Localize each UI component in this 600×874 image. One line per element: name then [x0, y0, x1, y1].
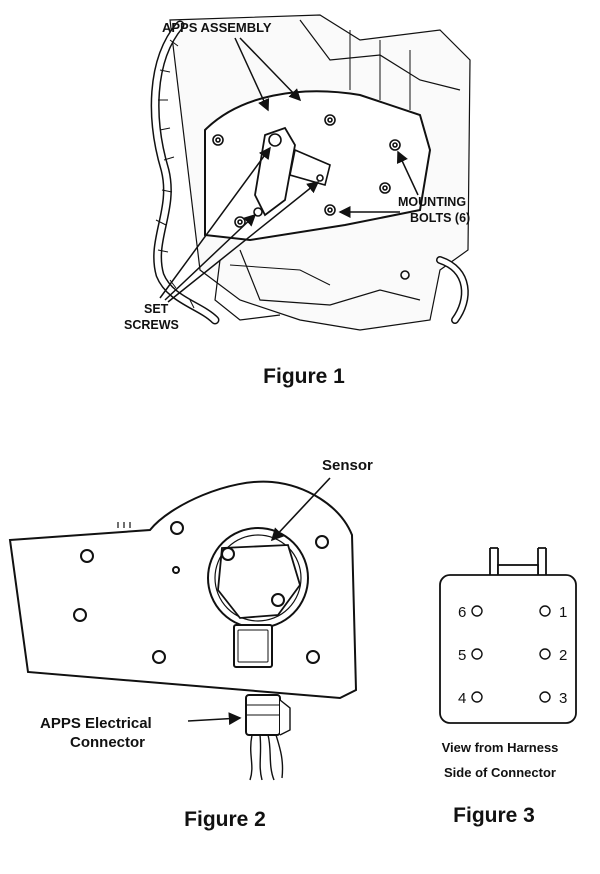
- connector-arrow: [187, 712, 242, 726]
- mounting-bolts-arrow-1: [396, 150, 419, 196]
- pin-6-label: 6: [458, 604, 466, 621]
- figure3-pins: [471, 605, 551, 703]
- mounting-bolts-label-line1: MOUNTING: [398, 195, 466, 209]
- apps-assembly-arrow-2: [239, 37, 302, 102]
- set-screws-label-line2: SCREWS: [124, 318, 179, 332]
- set-screws-arrow-3: [167, 181, 320, 303]
- set-screws-arrow-1: [159, 146, 271, 299]
- figure3-caption: Figure 3: [453, 804, 535, 827]
- figure3-note-line1: View from Harness: [442, 740, 559, 755]
- figure2-drawing: [8, 480, 358, 781]
- figure2-caption: Figure 2: [184, 808, 266, 831]
- pin-3-label: 3: [559, 690, 567, 707]
- apps-assembly-arrow-1: [234, 37, 270, 112]
- sensor-label: Sensor: [322, 457, 373, 474]
- pin-1-label: 1: [559, 604, 567, 621]
- set-screws-label-line1: SET: [144, 302, 169, 316]
- pin-2-label: 2: [559, 647, 567, 664]
- sensor-arrow: [270, 477, 331, 542]
- figure3-note-line2: Side of Connector: [444, 765, 556, 780]
- pin-4-label: 4: [458, 690, 466, 707]
- connector-label-line1: APPS Electrical: [40, 715, 152, 732]
- figure1-caption: Figure 1: [263, 365, 345, 388]
- set-screws-arrow-2: [164, 213, 257, 301]
- mounting-bolts-label-line2: BOLTS (6): [410, 211, 470, 225]
- figure1-drawing: [150, 14, 471, 331]
- apps-assembly-label: APPS ASSEMBLY: [162, 20, 272, 35]
- pin-5-label: 5: [458, 647, 466, 664]
- connector-label-line2: Connector: [70, 734, 145, 751]
- figure3-connector-outline: [439, 547, 577, 724]
